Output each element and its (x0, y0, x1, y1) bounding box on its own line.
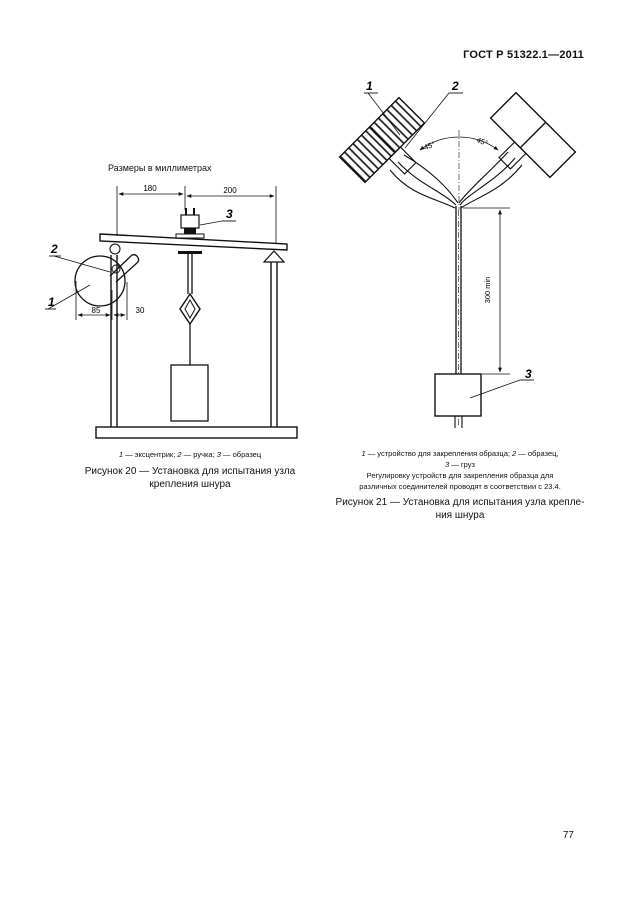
dimensions-note: Размеры в миллиметрах (108, 163, 212, 173)
handle (109, 254, 140, 283)
label-3-fig21: 3 (525, 367, 532, 381)
standard-header: ГОСТ Р 51322.1—2011 (463, 49, 584, 61)
lever-beam (99, 233, 288, 251)
label-2-fig21: 2 (451, 79, 459, 93)
angle-right: 45° (475, 135, 489, 147)
base-plate (95, 426, 298, 439)
angle-left: 45° (423, 140, 437, 152)
dim-200: 200 (223, 186, 237, 195)
dim-180: 180 (143, 184, 157, 193)
dim-30: 30 (136, 306, 145, 315)
figure-20-caption: Рисунок 20 — Установка для испытания узл… (84, 466, 296, 490)
label-1-fig21: 1 (366, 79, 373, 93)
figure-21-caption: Рисунок 21 — Установка для испытания узл… (335, 497, 585, 521)
label-1: 1 (48, 295, 55, 309)
label-3: 3 (226, 207, 233, 221)
weight (170, 364, 209, 422)
pivot (262, 250, 286, 263)
eccentric (74, 255, 126, 307)
dim-300-min: 300 min (483, 277, 492, 304)
label-2: 2 (50, 242, 58, 256)
figure-20-legend: 1 — эксцентрик; 2 — ручка; 3 — образец (118, 450, 262, 459)
dim-85: 85 (92, 306, 101, 315)
weight-21 (434, 373, 482, 417)
figure-21-legend: 1 — устройство для закрепления образца; … (359, 449, 561, 491)
page-number: 77 (562, 830, 574, 841)
